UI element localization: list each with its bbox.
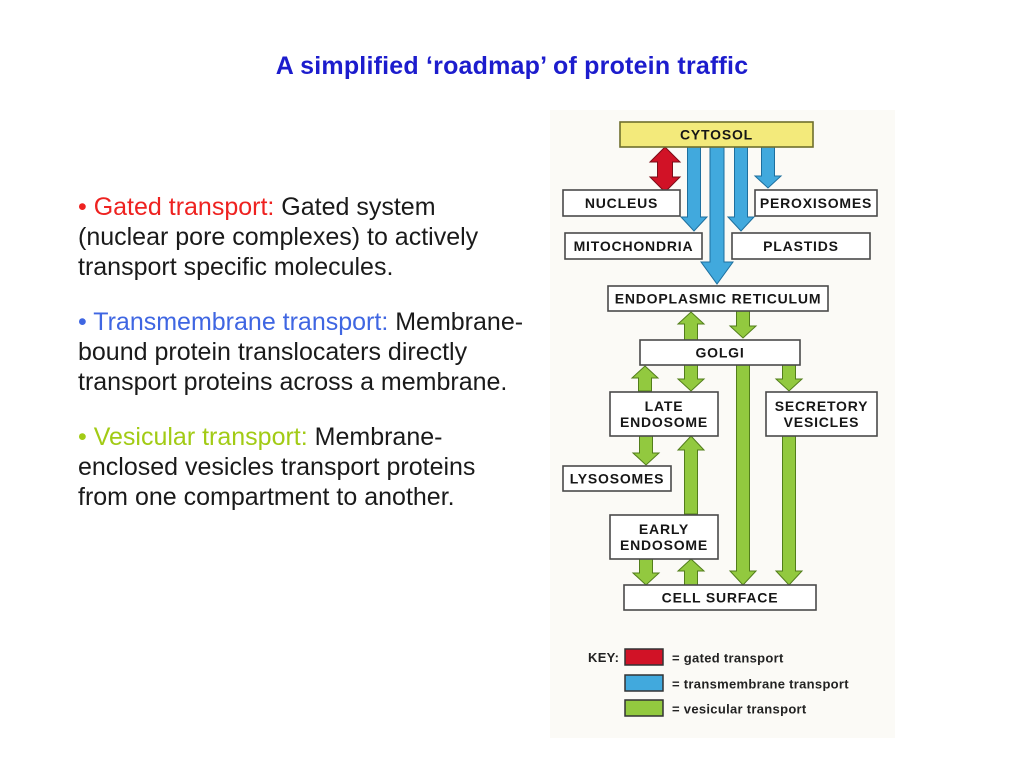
node-nucleus: NUCLEUS [562, 189, 681, 217]
node-cytosol: CYTOSOL [619, 121, 814, 148]
node-box [765, 391, 878, 437]
page-title: A simplified ‘roadmap’ of protein traffi… [275, 52, 749, 80]
node-endoplasmic-reticulum: ENDOPLASMIC RETICULUM [607, 285, 829, 312]
key-label-gated: = gated transport [672, 651, 784, 666]
text-segment: Membrane- [388, 308, 524, 336]
text-segment: (nuclear pore complexes) to actively [78, 223, 479, 251]
text-segment: Gated system [274, 193, 436, 221]
bullet-paragraph: • Transmembrane transport: Membrane-boun… [78, 307, 523, 397]
node-box [609, 391, 719, 437]
text-segment: Membrane- [307, 423, 443, 451]
node-box [562, 189, 681, 217]
node-box [609, 514, 719, 560]
text-segment: bound protein translocaters directly [78, 338, 468, 366]
arrow-secretory-vesicles-cell-surface [774, 435, 804, 586]
bullet-line: transport specific molecules. [78, 252, 523, 282]
node-label: CYTOSOL [680, 126, 753, 142]
node-box [623, 584, 817, 611]
arrow-late-endosome-lysosomes [631, 435, 661, 466]
node-lysosomes: LYSOSOMES [562, 465, 672, 492]
arrow-early-endosome-late-endosome [676, 435, 706, 515]
arrow-golgi-secretory-vesicles [774, 364, 804, 392]
text-segment: transport proteins across a membrane. [78, 368, 508, 396]
bullet-line: (nuclear pore complexes) to actively [78, 222, 523, 252]
node-cell-surface: CELL SURFACE [623, 584, 817, 611]
node-label: PEROXISOMES [760, 195, 872, 211]
bullet-line: from one compartment to another. [78, 482, 523, 512]
arrow-golgi-er [676, 311, 706, 341]
bullet-line: • Vesicular transport: Membrane- [78, 422, 523, 452]
node-label: ENDOPLASMIC RETICULUM [615, 290, 822, 306]
node-box [564, 232, 703, 260]
bullet-line: • Transmembrane transport: Membrane- [78, 307, 523, 337]
arrow-golgi-late-endosome [676, 364, 706, 392]
node-label: CELL SURFACE [662, 589, 779, 605]
node-box [639, 339, 801, 366]
arrow-cytosol-mitochondria [679, 146, 709, 232]
node-label: MITOCHONDRIA [574, 238, 694, 254]
node-plastids: PLASTIDS [731, 232, 871, 260]
node-box [731, 232, 871, 260]
key-label-transmembrane: = transmembrane transport [672, 677, 849, 692]
arrow-late-endosome-golgi [630, 365, 660, 392]
arrow-cytosol-er [700, 146, 734, 285]
arrow-golgi-cell-surface [728, 364, 758, 586]
text-segment: enclosed vesicles transport proteins [78, 453, 476, 481]
text-segment: from one compartment to another. [78, 483, 455, 511]
arrow-early-endosome-cell-surface [631, 558, 661, 586]
arrow-cytosol-nucleus [648, 146, 682, 193]
node-label: NUCLEUS [585, 195, 658, 211]
node-label: GOLGI [695, 344, 744, 360]
node-mitochondria: MITOCHONDRIA [564, 232, 703, 260]
node-golgi: GOLGI [639, 339, 801, 366]
diagram-key: KEY: = gated transport = transmembrane tra… [588, 648, 849, 717]
node-box [562, 465, 672, 492]
node-peroxisomes: PEROXISOMES [754, 189, 878, 217]
node-box [607, 285, 829, 312]
bullet-line: enclosed vesicles transport proteins [78, 452, 523, 482]
arrow-cytosol-plastids [726, 146, 756, 232]
text-segment: • Gated transport: [78, 193, 275, 221]
bullet-line: transport proteins across a membrane. [78, 367, 523, 397]
key-swatch-gated [624, 648, 664, 666]
node-label: LYSOSOMES [570, 470, 665, 486]
text-segment: • Transmembrane transport: [78, 308, 389, 336]
key-title: KEY: [588, 650, 619, 665]
bullet-list: • Gated transport: Gated system(nuclear … [78, 192, 523, 537]
text-segment: • Vesicular transport: [78, 423, 308, 451]
key-swatch-transmembrane [624, 674, 664, 692]
arrow-cell-surface-early-endosome [676, 558, 706, 586]
key-swatch-vesicular [624, 699, 664, 717]
text-segment: transport specific molecules. [78, 253, 394, 281]
bullet-line: • Gated transport: Gated system [78, 192, 523, 222]
node-label: PLASTIDS [763, 238, 839, 254]
bullet-paragraph: • Gated transport: Gated system(nuclear … [78, 192, 523, 282]
scan-panel [550, 110, 895, 738]
node-box [754, 189, 878, 217]
node-box [619, 121, 814, 148]
arrow-er-golgi [728, 310, 758, 339]
bullet-paragraph: • Vesicular transport: Membrane-enclosed… [78, 422, 523, 512]
key-label-vesicular: = vesicular transport [672, 702, 807, 717]
bullet-line: bound protein translocaters directly [78, 337, 523, 367]
arrow-cytosol-peroxisomes [753, 146, 783, 189]
